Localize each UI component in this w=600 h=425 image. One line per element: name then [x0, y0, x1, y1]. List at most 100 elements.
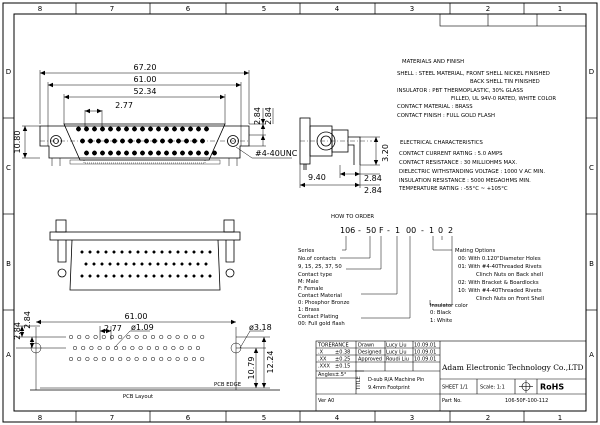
pcb-hole [118, 356, 123, 362]
sheet-number: SHEET 1/1 [442, 385, 468, 391]
front-pin [164, 126, 169, 132]
signoff-drawn-date: 10.09.01 [414, 343, 436, 349]
pcb-hole [163, 345, 168, 351]
front-pin [84, 150, 89, 156]
bottom-pin [104, 274, 108, 278]
pcb-hole [167, 356, 172, 362]
order-right-4: Clinch Nuts on Back shell [476, 272, 543, 278]
front-pin [128, 138, 133, 144]
front-pin [196, 126, 201, 132]
pcb-hole [93, 334, 98, 340]
zone-col-8: 8 [38, 5, 42, 13]
signoff-designed-role: Designed [358, 350, 382, 356]
front-pin [168, 138, 173, 144]
bottom-pin [84, 262, 88, 266]
pcb-hole [200, 334, 205, 340]
bottom-pin [188, 262, 192, 266]
signoff-approved-name: Roudi Liu [386, 357, 409, 363]
bottom-pin [132, 262, 136, 266]
zone-col-1: 1 [558, 5, 562, 13]
pcb-hole [195, 345, 201, 351]
dim-side-height: 3.20 [381, 144, 390, 162]
front-pin [124, 126, 129, 132]
bottom-pin [96, 274, 100, 278]
pcb-layout: 61.00 2.77 ø1.09 ø3.18 2.84 2.84 10.79 1… [13, 311, 280, 400]
bottom-pin [160, 250, 164, 254]
company-name: Adam Electronic Technology Co.,LTD [441, 363, 583, 372]
electrical-line-1: CONTACT CURRENT RATING : 5.0 AMPS [399, 151, 503, 157]
front-pin [160, 138, 165, 144]
front-pin [108, 150, 113, 156]
front-pin [92, 150, 97, 156]
pcb-hole [159, 356, 164, 362]
signoff-designed-name: Lucy Liu [386, 350, 407, 356]
dim-flange-width: 61.00 [134, 75, 157, 84]
dim-pin-pitch: 2.77 [115, 101, 133, 110]
zone-col-8-bottom: 8 [38, 414, 42, 422]
pcb-hole [101, 356, 106, 362]
zone-col-2-bottom: 2 [486, 414, 490, 422]
order-left-11: 00: Full gold flash [298, 321, 345, 327]
front-pin [156, 126, 161, 132]
order-code-contacts: 50 [366, 226, 376, 235]
bottom-pin [112, 250, 116, 254]
bottom-pin [120, 274, 124, 278]
order-right-2: 00: With 0.120"Diameter Holes [458, 256, 541, 262]
pcb-dim-mount-hole: ø3.18 [249, 323, 272, 332]
materials-line-5: CONTACT MATERIAL : BRASS [397, 104, 473, 110]
pcb-hole [101, 334, 106, 340]
pcb-hole [179, 345, 184, 351]
pcb-hole [138, 345, 143, 351]
order-right-5: 02: With Bracket & Boardlocks [458, 280, 539, 286]
pcb-hole [183, 356, 188, 362]
side-view: 3.20 9.40 2.84 2.84 [299, 117, 390, 195]
pcb-hole [175, 334, 180, 340]
order-code-dash-1: - [358, 226, 361, 235]
bottom-pin [128, 274, 132, 278]
zone-row-a-right: A [589, 351, 594, 359]
order-code-color: 2 [448, 226, 453, 235]
electrical-title: ELECTRICAL CHARACTERISTICS [400, 140, 483, 146]
front-pin [176, 138, 181, 144]
description-1: D-sub R/A Machine Pin [368, 377, 424, 383]
bottom-pin [200, 250, 204, 254]
bottom-pin [96, 250, 100, 254]
front-pin-array [76, 126, 217, 156]
order-code-type: F [379, 226, 384, 235]
signoff-approved-role: Approved [358, 357, 382, 363]
pcb-dim-v2: 12.24 [266, 351, 275, 374]
bottom-pin-array [80, 250, 212, 278]
front-pin [140, 126, 145, 132]
pcb-hole [68, 356, 74, 362]
bottom-pin [156, 262, 160, 266]
pcb-hole-array [68, 334, 205, 362]
pcb-dim-pitch: 2.77 [104, 324, 122, 333]
signoff-approved-date: 10.09.01 [414, 357, 436, 363]
bottom-pin [80, 274, 84, 278]
front-flange-outline [39, 125, 250, 159]
pcb-hole [105, 345, 110, 351]
dim-side-offset: 9.40 [308, 173, 326, 182]
signoff-drawn-role: Drawn [358, 343, 374, 349]
zone-row-d: D [6, 68, 11, 76]
bottom-pin [120, 250, 124, 254]
bottom-pin [164, 262, 168, 266]
order-left-10: Contact Plating [298, 314, 338, 320]
bottom-pin [88, 250, 92, 254]
front-pin [132, 126, 137, 132]
title-block: TORERANCE .X ±0.38 .XX ±0.25 .XXX ±0.15 … [315, 340, 587, 412]
zone-row-c: C [6, 164, 11, 172]
materials-notes: MATERIALS AND FINISH SHELL : STEEL MATER… [397, 59, 556, 119]
pcb-hole [109, 356, 115, 362]
front-pin [136, 138, 141, 144]
pcb-hole [142, 334, 147, 340]
order-right-10: 1: White [430, 318, 452, 324]
front-pin [108, 126, 113, 132]
description-2: 9.4mm Footprint [368, 385, 410, 391]
front-pin [84, 126, 89, 132]
pcb-hole [159, 334, 164, 340]
zone-col-5-bottom: 5 [262, 414, 266, 422]
front-pin [156, 150, 161, 156]
dim-overall-width: 67.20 [134, 63, 157, 72]
bottom-pin [180, 262, 184, 266]
